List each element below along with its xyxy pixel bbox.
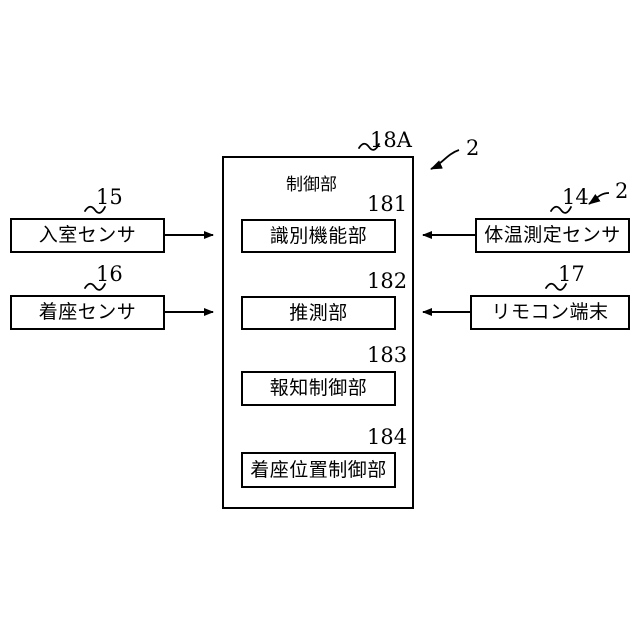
block-label-entry-sensor: 入室センサ: [38, 224, 137, 246]
module-label-estimation: 推測部: [289, 301, 348, 324]
ref-label-181: 181: [367, 192, 408, 216]
control-unit-box: [222, 156, 414, 509]
ref-label-184: 184: [367, 425, 408, 449]
block-remote-terminal[interactable]: リモコン端末: [470, 295, 630, 330]
module-label-seat-position-control: 着座位置制御部: [250, 458, 387, 481]
ref-label-15: 15: [96, 185, 123, 209]
block-seating-sensor[interactable]: 着座センサ: [10, 295, 165, 330]
callout-arrow-control-unit: [430, 149, 460, 170]
module-box-seat-position-control[interactable]: 着座位置制御部: [241, 452, 396, 488]
module-box-estimation[interactable]: 推測部: [241, 296, 396, 330]
block-label-remote-terminal: リモコン端末: [491, 301, 609, 323]
block-entry-sensor[interactable]: 入室センサ: [10, 218, 165, 253]
block-label-body-temperature-sensor: 体温測定センサ: [484, 224, 621, 246]
callout-ref-label-2-body-temp-sensor: 2: [615, 179, 629, 203]
block-body-temperature-sensor[interactable]: 体温測定センサ: [475, 218, 630, 253]
callout-arrow-body-temp-sensor: [588, 192, 610, 205]
module-label-identification: 識別機能部: [269, 224, 368, 247]
module-box-notification-control[interactable]: 報知制御部: [241, 371, 396, 406]
ref-label-16: 16: [96, 262, 123, 286]
callout-ref-label-2-control-unit: 2: [466, 136, 480, 160]
module-label-notification-control: 報知制御部: [269, 377, 368, 399]
ref-label-183: 183: [367, 343, 408, 367]
ref-label-182: 182: [367, 269, 408, 293]
module-box-identification[interactable]: 識別機能部: [241, 219, 396, 253]
ref-label-17: 17: [558, 262, 585, 286]
block-label-seating-sensor: 着座センサ: [38, 301, 137, 323]
ref-label-14: 14: [562, 185, 589, 209]
control-unit-title: 制御部: [286, 175, 337, 195]
ref-label-18A: 18A: [370, 128, 412, 152]
